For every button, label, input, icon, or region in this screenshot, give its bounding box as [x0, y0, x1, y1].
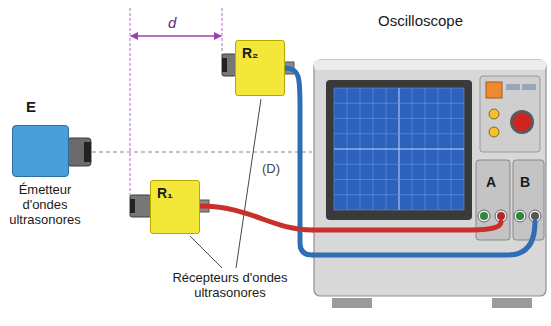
distance-arrow — [131, 35, 221, 37]
receiver-nozzle — [130, 199, 135, 213]
channel-label: B — [520, 174, 530, 190]
emitter-box — [12, 125, 69, 177]
control-knob — [510, 110, 534, 134]
screen-grid — [334, 164, 464, 165]
leader-line — [190, 236, 222, 268]
screen-grid — [334, 149, 464, 150]
control-knob — [489, 109, 499, 119]
input-jack — [516, 212, 524, 220]
screen-grid — [334, 88, 464, 89]
screen-grid — [334, 103, 464, 104]
receivers-caption: Récepteurs d'ondes ultrasonores — [160, 270, 300, 300]
oscilloscope-body — [314, 60, 546, 296]
receiver-name: R₂ — [242, 45, 258, 61]
emitter-letter: E — [26, 98, 36, 115]
screen-bezel — [326, 80, 472, 220]
receiver-box: R₁ — [150, 180, 200, 234]
screen-grid — [334, 133, 464, 134]
emitter-caption: Émetteur d'ondes ultrasonores — [0, 182, 90, 227]
screen-grid — [334, 194, 464, 195]
screen-grid — [334, 179, 464, 180]
oscilloscope: OscilloscopeA B — [312, 8, 550, 298]
leader-line — [236, 99, 261, 268]
screen-grid — [334, 118, 464, 119]
receiver-name: R₁ — [157, 185, 173, 201]
input-jack — [514, 210, 526, 222]
control-button — [522, 84, 536, 90]
receiver-nozzle — [222, 54, 236, 76]
distance-label: d — [168, 14, 176, 31]
red-cable — [312, 222, 501, 230]
control-panel — [480, 76, 540, 152]
input-jack — [478, 210, 490, 222]
control-button — [506, 84, 520, 90]
input-jack — [497, 212, 505, 220]
oscilloscope-illustration — [312, 8, 550, 298]
oscilloscope-top — [314, 60, 546, 70]
control-knob — [489, 127, 499, 137]
input-jack — [531, 212, 539, 220]
input-panel — [513, 160, 544, 240]
oscilloscope-foot — [492, 298, 532, 308]
axis-label: (D) — [262, 161, 280, 176]
input-jack — [480, 212, 488, 220]
oscilloscope-screen — [334, 88, 464, 210]
axis-line — [92, 152, 312, 153]
blue-cable — [312, 222, 535, 255]
device-title: Oscilloscope — [378, 12, 463, 29]
emitter-nozzle — [84, 142, 91, 162]
emitter-nozzle — [67, 138, 91, 166]
channel-label: A — [486, 174, 496, 190]
receiver-nozzle — [130, 195, 151, 217]
control-knob — [513, 113, 531, 131]
red-cable — [200, 206, 312, 230]
reference-line — [130, 8, 131, 198]
receiver-box: R₂ — [235, 40, 285, 96]
oscilloscope-foot — [332, 298, 372, 308]
screen-grid — [334, 210, 464, 211]
control-button — [486, 82, 502, 98]
emitter: E Émetteur d'ondes ultrasonores — [0, 98, 100, 258]
receiver-nozzle — [222, 58, 227, 72]
reference-line — [222, 8, 223, 56]
